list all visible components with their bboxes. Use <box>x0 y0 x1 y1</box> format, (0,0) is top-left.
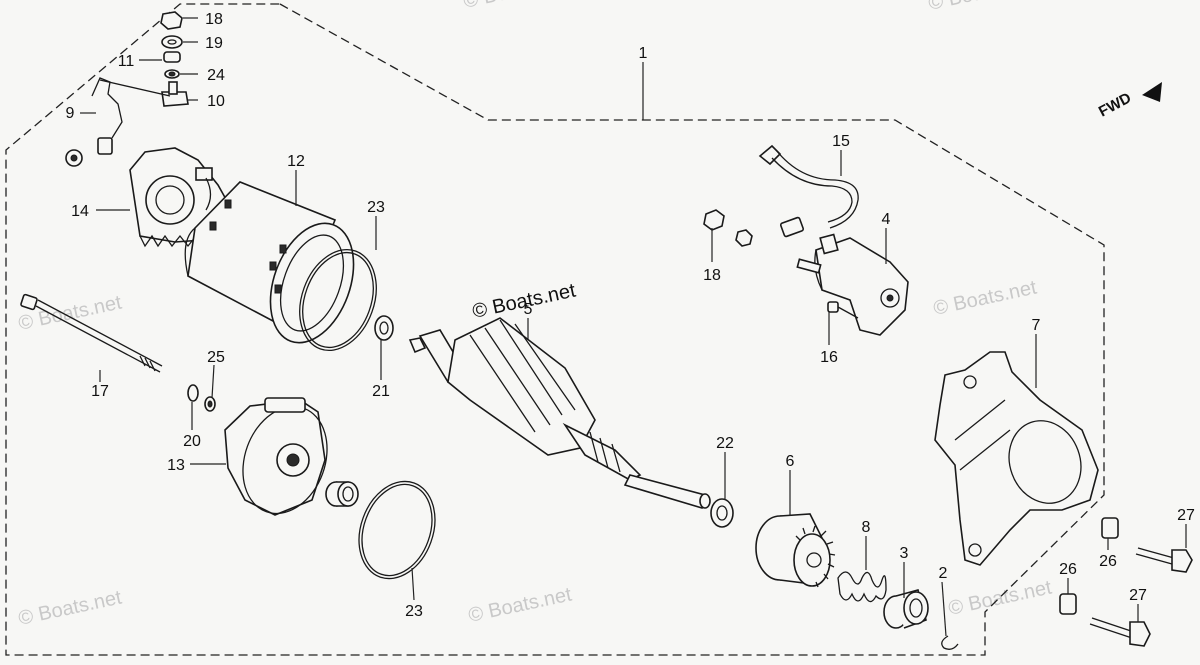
callout-19: 19 <box>205 35 223 52</box>
callout-17: 17 <box>91 383 109 400</box>
starter-solenoid <box>796 233 909 336</box>
washer-22 <box>710 498 734 528</box>
watermark: © Boats.net <box>16 586 124 629</box>
callout-23-upper: 23 <box>367 199 385 216</box>
watermark: © Boats.net <box>466 583 574 626</box>
callout-24: 24 <box>207 67 225 84</box>
leader-lines <box>80 17 1187 637</box>
callout-22: 22 <box>716 435 734 452</box>
callout-11: 11 <box>118 53 135 70</box>
callout-25: 25 <box>207 349 225 366</box>
callout-6: 6 <box>786 453 795 470</box>
callout-27-lower: 27 <box>1129 587 1147 604</box>
bushing <box>325 481 359 507</box>
callout-5: 5 <box>524 301 533 318</box>
callout-13: 13 <box>167 457 185 474</box>
o-ring-upper <box>299 248 377 352</box>
o-ring-lower <box>358 480 436 580</box>
fwd-label: FWD <box>1096 89 1134 120</box>
terminal-nut-stack <box>160 11 189 107</box>
washer-20 <box>187 384 199 402</box>
watermark: © Boats.net <box>926 0 1034 15</box>
callout-27-upper: 27 <box>1177 507 1195 524</box>
callout-15: 15 <box>832 133 850 150</box>
rear-cover <box>224 397 328 516</box>
mounting-bolt-upper <box>1135 547 1193 573</box>
callout-21: 21 <box>372 383 390 400</box>
dowel-pin-upper <box>1101 517 1119 539</box>
callout-23-lower: 23 <box>405 603 423 620</box>
nut-small <box>735 229 753 247</box>
callout-9: 9 <box>66 105 75 122</box>
mounting-bolt-lower <box>1089 617 1151 647</box>
callout-14: 14 <box>71 203 89 220</box>
callout-4: 4 <box>882 211 891 228</box>
watermark: © Boats.net <box>931 276 1039 319</box>
through-bolt <box>20 293 163 373</box>
solenoid-bolt <box>827 301 859 319</box>
callout-10: 10 <box>207 93 225 110</box>
callout-1: 1 <box>639 45 648 62</box>
starter-cable <box>758 144 859 238</box>
callout-18-top: 18 <box>205 11 223 28</box>
watermark: © Boats.net <box>461 0 569 13</box>
dowel-pin-lower <box>1059 593 1077 615</box>
nut-18-right <box>703 209 725 231</box>
stop-collar <box>883 589 929 629</box>
callout-labels: 1 2 3 4 5 6 7 8 9 10 11 12 13 14 15 16 1… <box>66 11 1195 620</box>
return-spring <box>837 571 887 603</box>
callout-12: 12 <box>287 153 305 170</box>
callout-18-right: 18 <box>703 267 721 284</box>
callout-26-upper: 26 <box>1099 553 1117 570</box>
watermark: © Boats.net <box>946 576 1054 619</box>
assembly-boundary <box>5 3 1105 656</box>
callout-3: 3 <box>900 545 909 562</box>
callout-16: 16 <box>820 349 838 366</box>
arrow-head-icon <box>1142 82 1162 102</box>
snap-ring <box>941 635 959 650</box>
callout-20: 20 <box>183 433 201 450</box>
o-ring-lower-inner <box>361 483 433 577</box>
callout-8: 8 <box>862 519 871 536</box>
pinion-clutch <box>755 513 836 588</box>
washer-21 <box>374 315 394 341</box>
callout-7: 7 <box>1032 317 1041 334</box>
callout-26-lower: 26 <box>1059 561 1077 578</box>
front-bracket <box>934 351 1099 566</box>
fwd-arrow: FWD <box>1096 82 1162 121</box>
brush-terminal <box>65 77 171 167</box>
o-ring-upper-inner <box>302 251 374 349</box>
armature <box>408 317 711 510</box>
callout-2: 2 <box>939 565 948 582</box>
